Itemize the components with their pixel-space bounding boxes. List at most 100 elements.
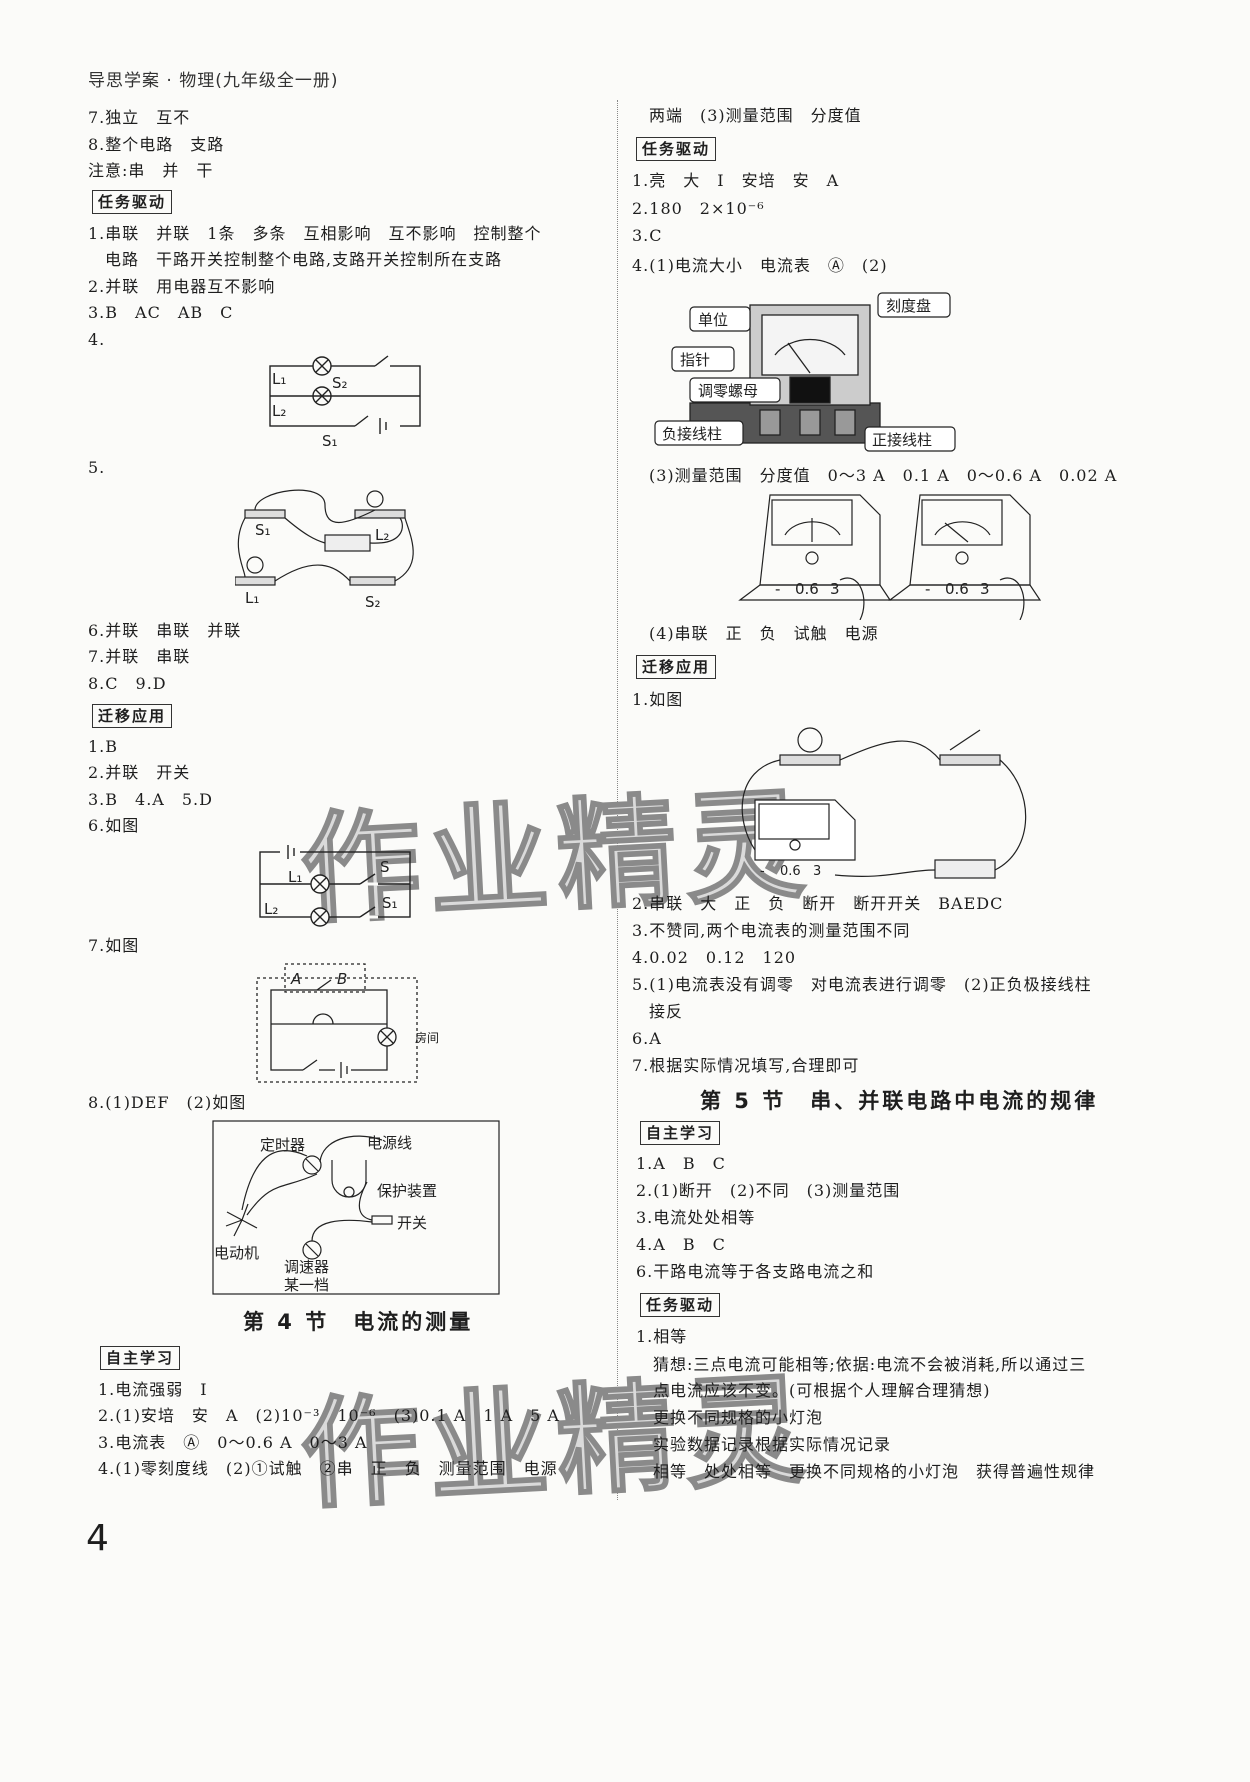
label-switch: 开关 — [397, 1214, 427, 1232]
answer-line: 4. — [88, 330, 106, 349]
answer-line: 2.并联 用电器互不影响 — [88, 277, 276, 296]
answer-line: 1.亮 大 I 安培 安 A — [632, 171, 840, 190]
section-tag: 任务驱动 — [640, 1293, 721, 1317]
label-s2: S₂ — [365, 593, 381, 611]
label-a: A — [290, 970, 301, 988]
answer-line: 1.如图 — [632, 690, 684, 709]
answer-line: 2.(1)安培 安 A (2)10⁻³ 10⁻⁶ (3)0.1 A 1 A 5 … — [98, 1406, 560, 1425]
answer-line: 6.并联 串联 并联 — [88, 621, 242, 640]
label-dial: 刻度盘 — [886, 297, 931, 315]
answer-line: 2.180 2×10⁻⁶ — [632, 199, 765, 218]
answer-line: 5.(1)电流表没有调零 对电流表进行调零 (2)正负极接线柱 — [632, 975, 1092, 994]
answer-line: 1.串联 并联 1条 多条 互相影响 互不影响 控制整个 — [88, 224, 542, 243]
terminal-pos: 3 — [980, 580, 990, 598]
two-ammeters-diagram: - 0.6 3 - 0.6 3 — [738, 494, 1042, 620]
answer-line: 5. — [88, 458, 106, 477]
section-tag: 自主学习 — [100, 1346, 181, 1370]
terminal-mid: 0.6 — [795, 580, 819, 598]
answer-line: 1.相等 — [636, 1327, 688, 1346]
column-divider — [617, 100, 618, 1500]
answer-line: 6.A — [632, 1029, 662, 1048]
label-needle: 指针 — [680, 351, 710, 369]
label-l1: L₁ — [288, 868, 302, 886]
label-zero: 调零螺母 — [698, 382, 758, 400]
wiring-diagram-ammeter: - 0.6 3 — [741, 727, 1027, 879]
answer-line: 7.如图 — [88, 936, 140, 955]
label-neg: 负接线柱 — [662, 425, 722, 443]
circuit-diagram-q7: A B 房间 — [256, 963, 439, 1083]
answer-line: 8.整个电路 支路 — [88, 135, 225, 154]
label-s2: S₂ — [332, 374, 348, 392]
terminal-pos: 3 — [830, 580, 840, 598]
terminal-pos: 3 — [813, 864, 821, 879]
section-title-4: 第 4 节 电流的测量 — [243, 1310, 474, 1334]
answer-line: 点电流应该不变。(可根据个人理解合理猜想) — [636, 1381, 991, 1400]
label-speed1: 调速器 — [284, 1258, 329, 1276]
answer-line: 4.(1)零刻度线 (2)①试触 ②串 正 负 测量范围 电源 — [98, 1459, 558, 1478]
label-l1: L₁ — [272, 370, 286, 388]
label-s: S — [380, 858, 390, 876]
label-l1: L₁ — [245, 589, 259, 607]
answer-line: 3.电流处处相等 — [636, 1208, 756, 1227]
answer-line: 2.串联 大 正 负 断开 断开开关 BAEDC — [632, 894, 1004, 913]
label-l2: L₂ — [272, 402, 286, 420]
label-s1: S₁ — [255, 521, 271, 539]
ammeter-diagram: 刻度盘 单位 指针 调零螺母 负接线柱 正接线柱 — [654, 292, 956, 452]
section-tag: 迁移应用 — [92, 704, 173, 728]
answer-line: 电路 干路开关控制整个电路,支路开关控制所在支路 — [88, 250, 503, 269]
answer-line: 实验数据记录根据实际情况记录 — [636, 1435, 892, 1454]
answer-line: 1.A B C — [636, 1154, 726, 1173]
answer-line: 接反 — [632, 1002, 684, 1021]
answer-line: 6.干路电流等于各支路电流之和 — [636, 1262, 875, 1281]
answer-line: 2.并联 开关 — [88, 763, 191, 782]
answer-line: 3.B AC AB C — [88, 303, 234, 322]
answer-line: 更换不同规格的小灯泡 — [636, 1408, 824, 1427]
section-tag: 自主学习 — [640, 1121, 721, 1145]
answer-line: 4.(1)电流大小 电流表 Ⓐ (2) — [632, 256, 888, 275]
answer-line: 3.不赞同,两个电流表的测量范围不同 — [632, 921, 911, 940]
terminal-mid: 0.6 — [780, 864, 801, 879]
answer-line: 注意:串 并 干 — [88, 161, 214, 180]
label-unit: 单位 — [698, 311, 728, 329]
section-tag: 任务驱动 — [636, 137, 717, 161]
terminal-mid: 0.6 — [945, 580, 969, 598]
answer-line: 4.A B C — [636, 1235, 726, 1254]
label-b: B — [337, 970, 347, 988]
answer-line: 猜想:三点电流可能相等;依据:电流不会被消耗,所以通过三 — [636, 1355, 1087, 1374]
terminal-neg: - — [760, 864, 765, 879]
circuit-diagram-q4: L₁ L₂ S₂ S₁ — [269, 355, 421, 450]
answer-line: 相等 处处相等 更换不同规格的小灯泡 获得普遍性规律 — [636, 1462, 1096, 1481]
section-tag: 任务驱动 — [92, 190, 173, 214]
answer-line: (4)串联 正 负 试触 电源 — [632, 624, 879, 643]
wiring-diagram-q8: 定时器 电源线 保护装置 开关 电动机 调速器 某一档 — [212, 1120, 500, 1295]
answer-line: 8.C 9.D — [88, 674, 167, 693]
answer-line: 4.0.02 0.12 120 — [632, 948, 797, 967]
answer-line: 1.电流强弱 I — [98, 1380, 208, 1399]
answer-line: 两端 (3)测量范围 分度值 — [632, 106, 862, 125]
answer-line: 2.(1)断开 (2)不同 (3)测量范围 — [636, 1181, 901, 1200]
answer-line: 7.独立 互不 — [88, 108, 191, 127]
answer-line: (3)测量范围 分度值 0～3 A 0.1 A 0～0.6 A 0.02 A — [632, 466, 1118, 485]
section-tag: 迁移应用 — [636, 655, 717, 679]
label-s1: S₁ — [382, 894, 398, 912]
running-header: 导思学案 · 物理(九年级全一册) — [88, 71, 339, 91]
label-room: 房间 — [415, 1030, 439, 1045]
label-l2: L₂ — [264, 900, 278, 918]
answer-line: 3.B 4.A 5.D — [88, 790, 213, 809]
label-speed2: 某一档 — [284, 1276, 329, 1294]
answer-line: 3.C — [632, 226, 663, 245]
label-l2: L₂ — [375, 526, 389, 544]
answer-line: 7.并联 串联 — [88, 647, 191, 666]
page-number: 4 — [86, 1518, 109, 1559]
label-power: 电源线 — [367, 1134, 412, 1152]
answer-line: 6.如图 — [88, 816, 140, 835]
section-title-5: 第 5 节 串、并联电路中电流的规律 — [700, 1089, 1099, 1113]
label-s1: S₁ — [322, 432, 338, 450]
circuit-diagram-q6: L₁ L₂ S S₁ — [259, 845, 411, 927]
answer-line: 7.根据实际情况填写,合理即可 — [632, 1056, 860, 1075]
label-timer: 定时器 — [260, 1136, 305, 1154]
answer-line: 3.电流表 Ⓐ 0～0.6 A 0～3 A — [98, 1433, 368, 1452]
answer-line: 1.B — [88, 737, 119, 756]
label-motor: 电动机 — [214, 1244, 259, 1262]
answer-line: 8.(1)DEF (2)如图 — [88, 1093, 247, 1112]
